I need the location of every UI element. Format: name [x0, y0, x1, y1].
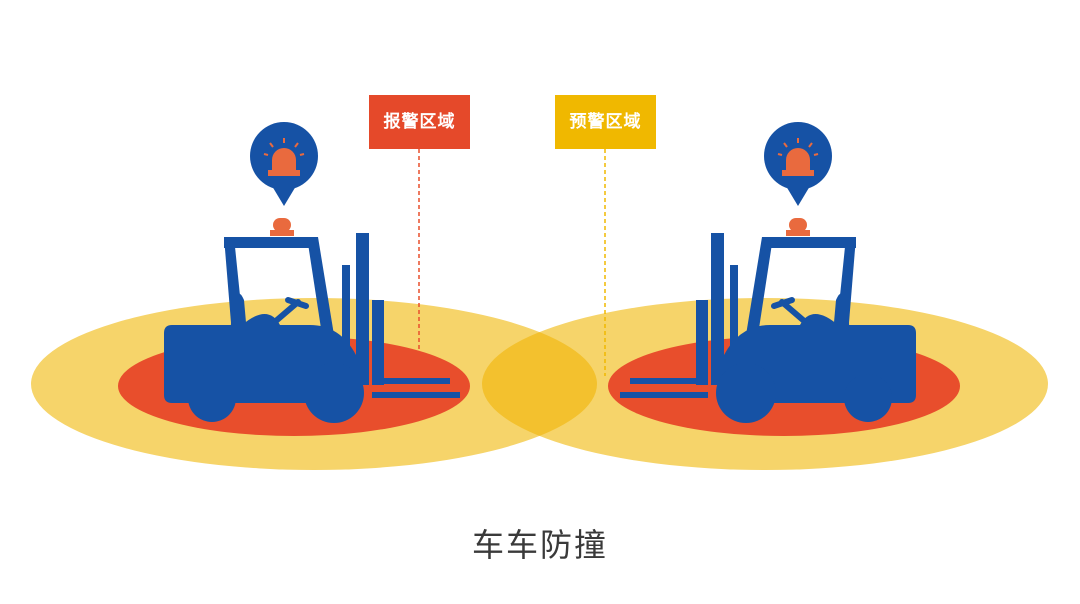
warning-light-icon [763, 121, 833, 207]
alarm-zone-tag-bg [369, 95, 470, 149]
warning-zone-tag-bg [555, 95, 656, 149]
warning-zone-label: 预警区域 [569, 112, 642, 132]
warning-light-icon [249, 121, 319, 207]
alarm-zone-label: 报警区域 [383, 112, 456, 132]
diagram-caption: 车车防撞 [471, 526, 608, 564]
